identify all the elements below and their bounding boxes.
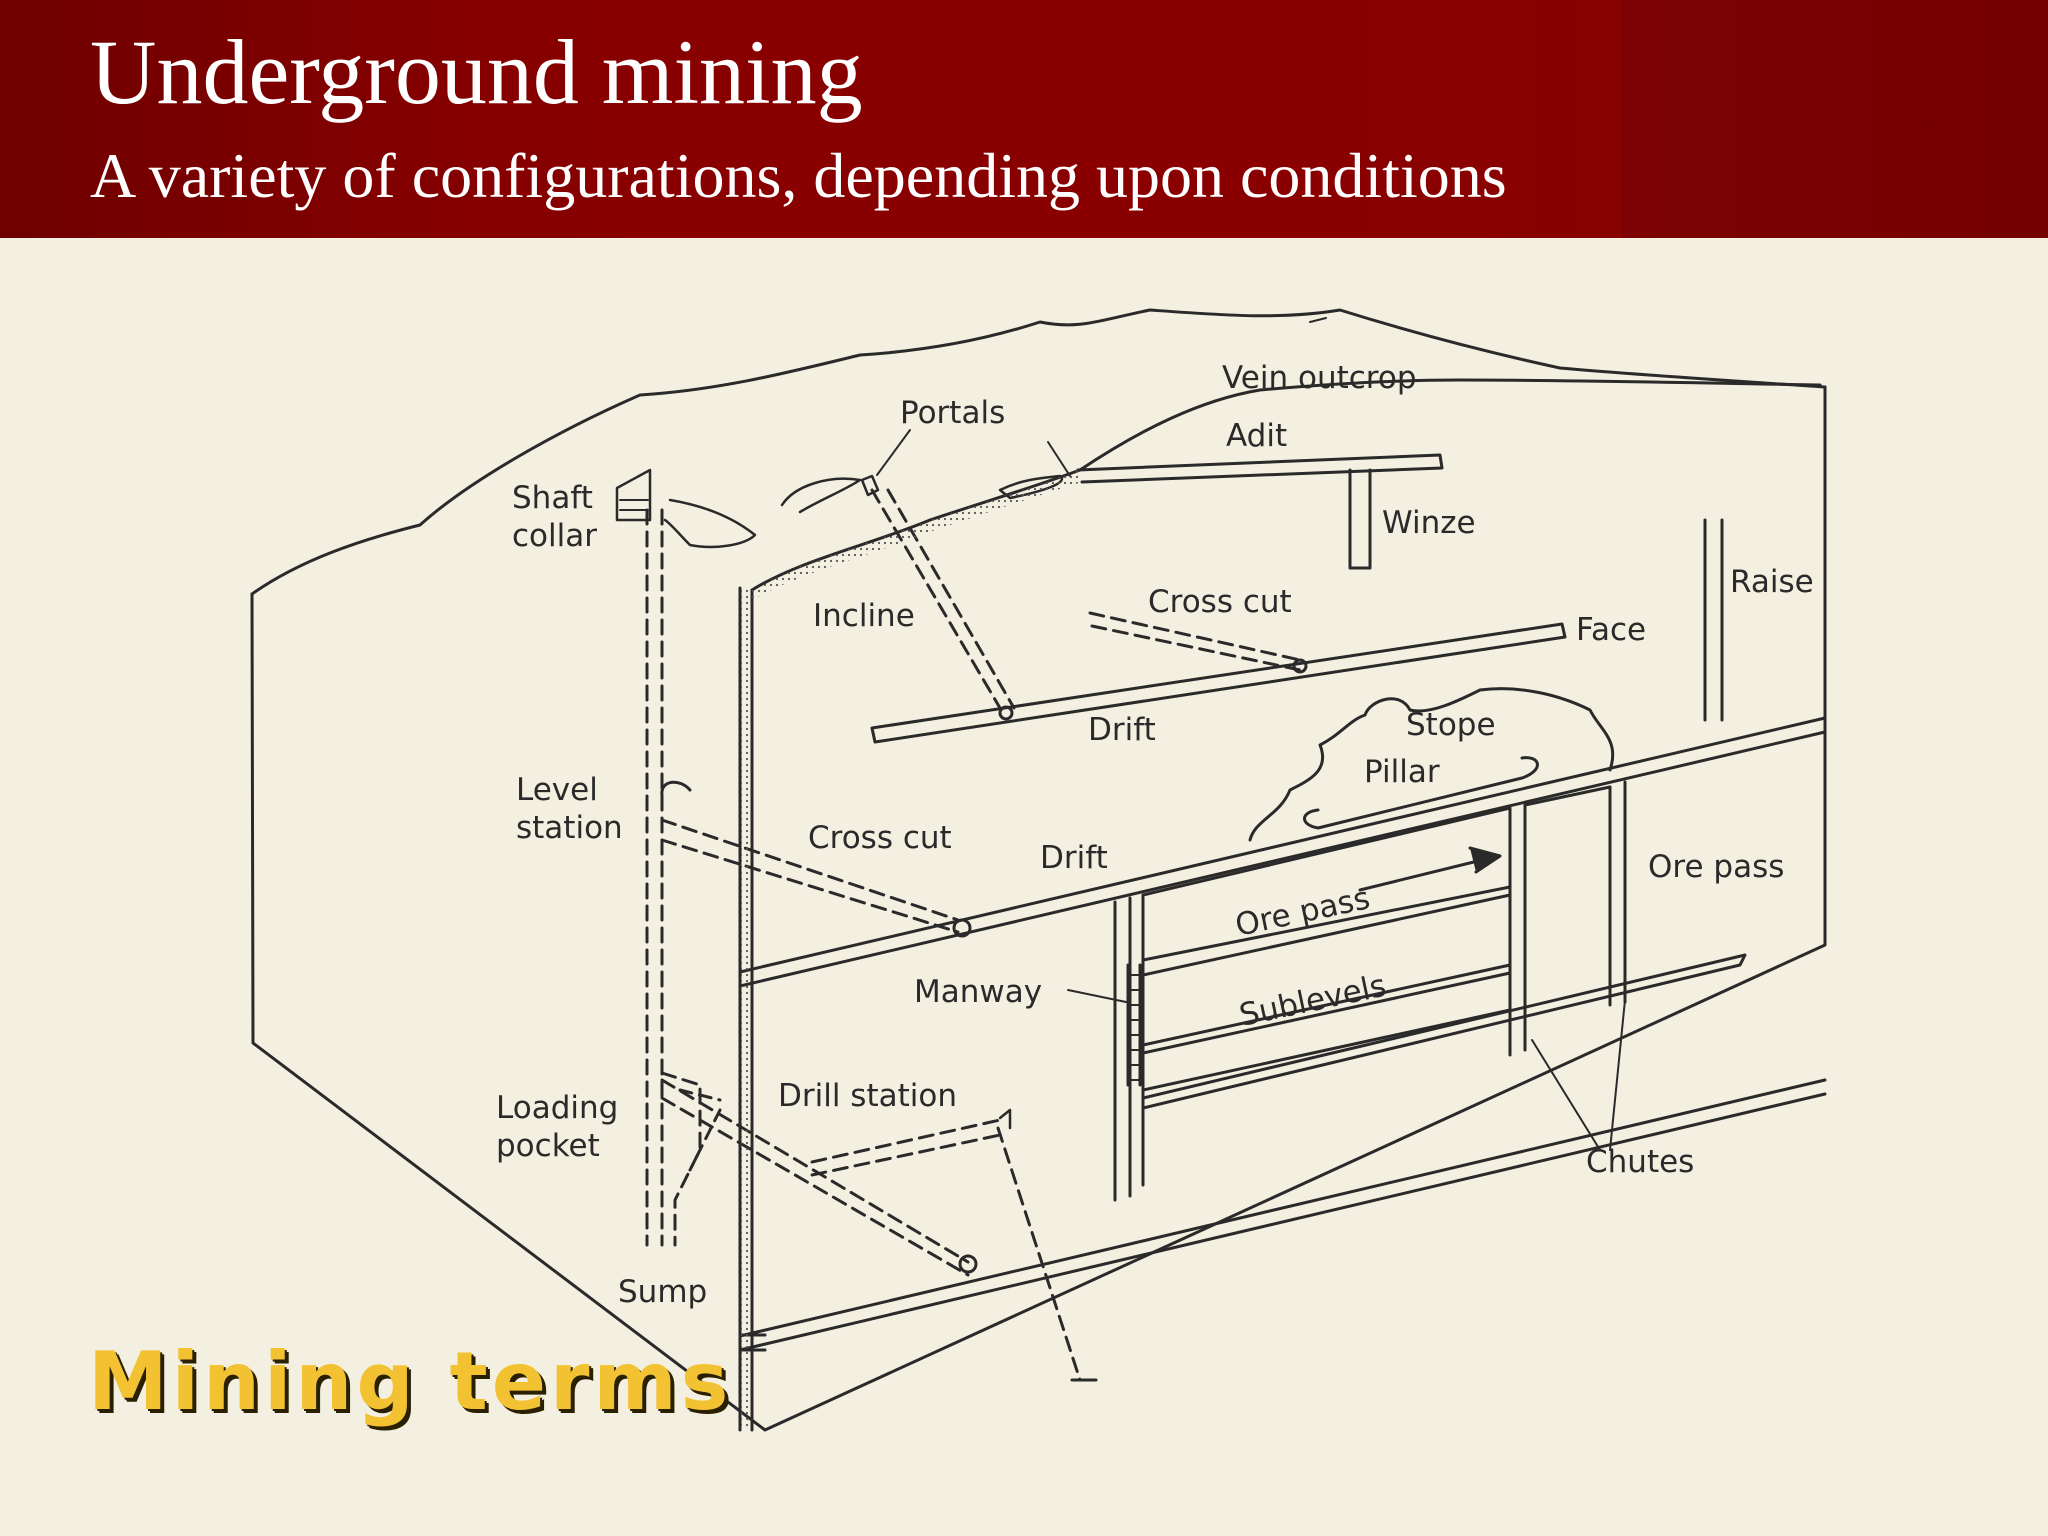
pillar [1303, 756, 1539, 830]
adit [1076, 453, 1444, 484]
label-shaft: Shaft [512, 480, 593, 516]
label-pillar: Pillar [1364, 754, 1440, 790]
label-station: station [516, 810, 623, 846]
label-raise: Raise [1730, 564, 1814, 600]
label-loading: Loading [496, 1090, 618, 1126]
label-cross-cut-upper: Cross cut [1148, 584, 1292, 620]
label-face: Face [1576, 612, 1646, 648]
label-portals: Portals [900, 395, 1005, 431]
incline [870, 488, 1016, 710]
label-incline: Incline [813, 598, 915, 634]
mine-cross-section-diagram: Vein outcrop Portals Adit Shaft collar W… [250, 308, 1827, 1432]
ground-surface [250, 308, 1827, 596]
winze [1348, 468, 1372, 570]
upper-drift [870, 622, 1567, 744]
label-sump: Sump [618, 1274, 707, 1310]
upper-cross-cut [1088, 611, 1302, 672]
vein-outcrop-line [750, 378, 1822, 592]
middle-drift [738, 716, 1827, 988]
label-drill-station: Drill station [778, 1078, 957, 1114]
lower-drift [1141, 953, 1747, 1110]
label-cross-cut-middle: Cross cut [808, 820, 952, 856]
drill-station [810, 1118, 1002, 1177]
slide-title: Underground mining [90, 21, 863, 123]
label-chutes: Chutes [1586, 1144, 1694, 1180]
slide-subtitle: A variety of configurations, depending u… [90, 140, 1507, 211]
label-vein-outcrop: Vein outcrop [1222, 360, 1417, 396]
loading-pocket [660, 1071, 702, 1247]
level-station [660, 780, 692, 797]
label-pocket: pocket [496, 1128, 600, 1164]
main-shaft [645, 508, 664, 1247]
label-adit: Adit [1226, 418, 1287, 454]
label-winze: Winze [1382, 505, 1476, 541]
stope-outline [1248, 687, 1615, 842]
block-outline [250, 385, 1827, 1432]
raise [1703, 518, 1724, 722]
label-stope: Stope [1406, 707, 1496, 743]
label-ore-pass-right: Ore pass [1648, 849, 1784, 885]
middle-cross-cut [660, 818, 960, 934]
label-drift-middle: Drift [1040, 840, 1108, 876]
label-drift-upper: Drift [1088, 712, 1156, 748]
title-bar-accent [1622, 0, 2048, 238]
label-collar: collar [512, 518, 597, 554]
mining-terms-caption: Mining terms [88, 1335, 733, 1428]
label-sublevels: Sublevels [1236, 968, 1389, 1034]
label-level: Level [516, 772, 598, 808]
bottom-drift [738, 1078, 1827, 1352]
label-manway: Manway [914, 974, 1042, 1010]
label-ore-pass-center: Ore pass [1232, 880, 1373, 944]
